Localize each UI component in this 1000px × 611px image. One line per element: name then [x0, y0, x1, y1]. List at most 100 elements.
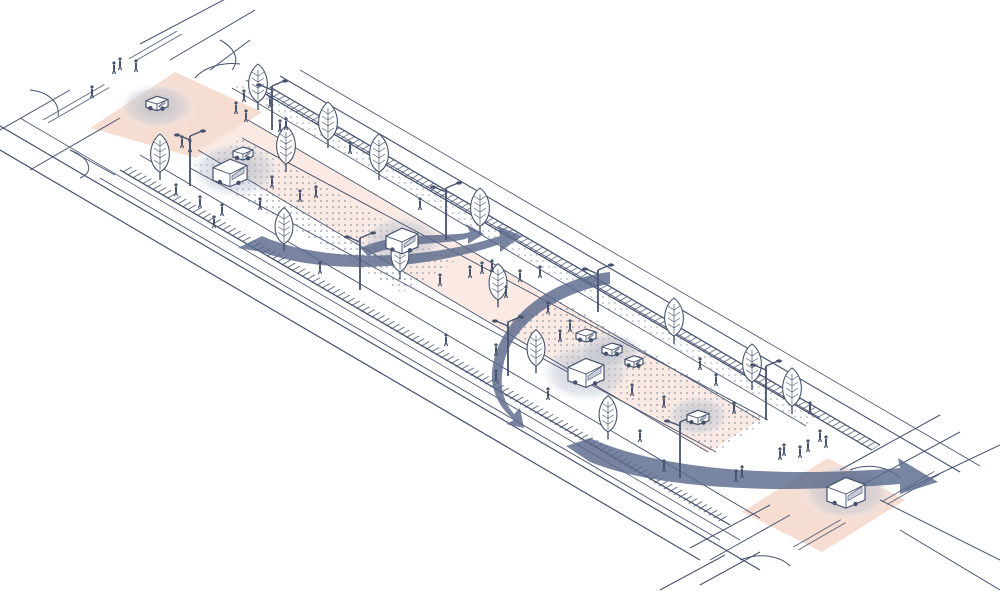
cross-street-line [699, 551, 761, 586]
road-line [0, 149, 701, 561]
cross-street-line [689, 504, 771, 549]
road-line [197, 149, 709, 453]
shuttle-icon [145, 95, 169, 112]
streetlight-icon [492, 315, 524, 376]
pedestrian-icon [661, 395, 667, 409]
road-line [0, 125, 761, 571]
shuttle-icon [624, 355, 644, 369]
shuttle-icon [575, 328, 597, 343]
pedestrian-icon [733, 469, 739, 483]
pedestrian-icon [197, 195, 203, 209]
pedestrian-icon [493, 369, 499, 383]
pedestrian-icon [781, 443, 787, 457]
crosswalk-right-a [790, 518, 848, 551]
pedestrian-icon [347, 141, 353, 155]
cross-street-line [659, 554, 726, 591]
pedestrian-icon [317, 261, 323, 275]
streetlight-icon [430, 181, 462, 240]
pedestrian-icon [661, 459, 667, 473]
tree-icon [318, 101, 338, 148]
crosswalk-left-b [128, 30, 185, 64]
shuttle-icon [601, 342, 623, 357]
tree-icon [526, 329, 546, 374]
pedestrian-icon [173, 183, 179, 197]
streetlight-icon [344, 231, 376, 290]
tree-icon [248, 63, 268, 110]
tree-icon [369, 133, 389, 180]
pedestrian-icon [797, 445, 803, 459]
pedestrian-icon [89, 85, 95, 99]
pedestrian-icon [517, 269, 523, 283]
pedestrian-icon [187, 139, 193, 153]
shuttle-icon [212, 158, 248, 188]
streetlight-icon [750, 359, 782, 420]
tree-icon [664, 297, 684, 344]
tree-icon [598, 395, 618, 440]
arrow-loop-center [491, 272, 610, 428]
cross-street-line [0, 89, 71, 131]
cross-street-line [879, 499, 1000, 561]
pedestrian-icon [479, 261, 485, 275]
pedestrian-icon [739, 465, 745, 479]
pedestrian-icon [117, 57, 123, 71]
tree-icon [488, 263, 508, 308]
road-line [19, 117, 741, 541]
curb-curve [739, 555, 791, 567]
pedestrian-icon [503, 285, 509, 299]
pedestrian-icon [243, 109, 249, 123]
tree-icon [742, 343, 762, 390]
pedestrian-icon [111, 61, 117, 75]
pedestrian-icon [211, 215, 217, 229]
pedestrian-icon [297, 189, 303, 203]
pedestrian-icon [557, 329, 563, 343]
road-line [99, 177, 721, 541]
pedestrian-icon [257, 197, 263, 211]
pedestrian-icon [267, 95, 273, 109]
pedestrian-icon [283, 117, 289, 131]
pedestrian-icon [629, 383, 635, 397]
shuttle-icon [385, 227, 419, 255]
pedestrian-icon [443, 333, 449, 347]
cross-street-line [899, 529, 1000, 591]
curb-curve [69, 149, 90, 179]
pedestrian-icon [731, 401, 737, 415]
pedestrian-icon [313, 185, 319, 199]
pedestrian-icon [269, 175, 275, 189]
streetlight-icon [582, 263, 614, 312]
tree-icon [274, 207, 294, 252]
vehicles [145, 95, 866, 509]
pedestrian-icon [567, 319, 573, 333]
pedestrian-icon [697, 357, 703, 371]
curb-curve [194, 63, 241, 79]
shuttle-icon [567, 357, 605, 389]
pedestrian-icon [805, 439, 811, 453]
curb-curve [219, 39, 237, 71]
hatched-strip-top [262, 87, 880, 450]
pedestrian-icon [277, 119, 283, 133]
pedestrian-icon [823, 435, 829, 449]
pedestrians [89, 57, 829, 483]
pedestrian-icon [233, 101, 239, 115]
pedestrian-icon [777, 447, 783, 461]
pedestrian-icon [713, 373, 719, 387]
tree-icon [276, 125, 296, 172]
pedestrian-icon [817, 429, 823, 443]
road-line [279, 75, 961, 473]
pedestrian-icon [133, 59, 139, 73]
pedestrian-icon [637, 429, 643, 443]
pedestrian-icon [545, 387, 551, 401]
road-line [139, 154, 761, 519]
pedestrian-icon [489, 259, 495, 273]
road-line [299, 69, 981, 467]
pedestrian-icon [417, 197, 423, 211]
cross-street-line [169, 9, 256, 61]
crosswalk-left-a [40, 82, 110, 124]
shuttle-icon [232, 146, 254, 161]
pedestrian-icon [807, 401, 813, 415]
pedestrian-icon [537, 265, 543, 279]
cross-street-line [709, 514, 791, 561]
streetlight-icon [256, 79, 288, 130]
pedestrian-icon [467, 265, 473, 279]
